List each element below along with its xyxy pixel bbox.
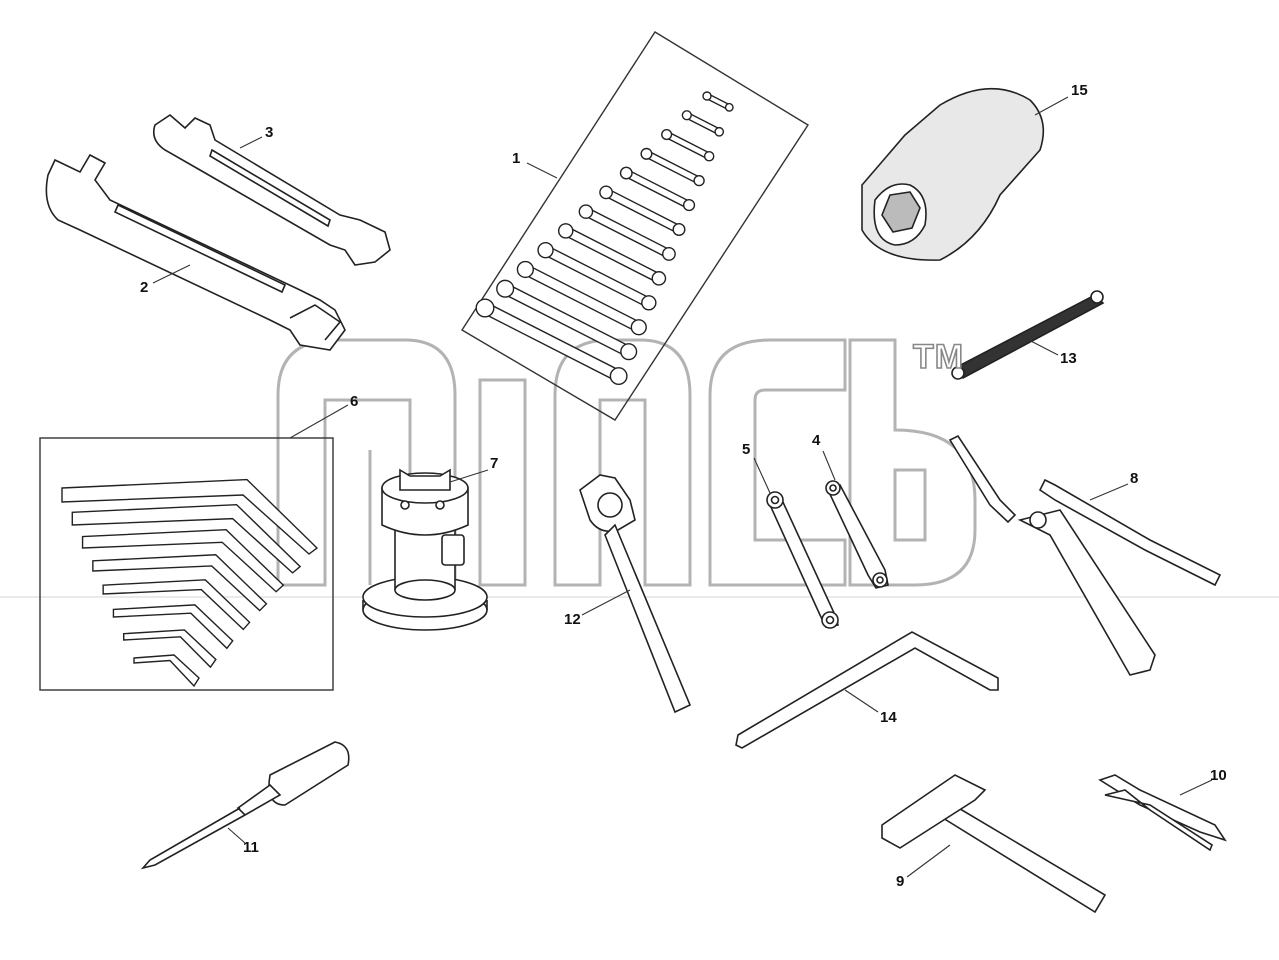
ratchet-wrench-icon — [579, 474, 692, 714]
watermark-logo — [276, 338, 977, 587]
ring-spanner-small-icon — [766, 491, 840, 629]
set-wrench-head — [714, 126, 725, 137]
hex-key — [71, 503, 302, 574]
extension-bar-icon — [951, 290, 1105, 380]
callout-1: 1 — [512, 150, 521, 167]
set-wrench-head — [609, 367, 628, 386]
callout-2: 2 — [140, 279, 149, 296]
set-wrench-head — [640, 147, 653, 160]
hex-key — [81, 529, 285, 593]
callout-9: 9 — [896, 873, 905, 890]
callout-13: 13 — [1060, 350, 1077, 367]
hammer-icon — [881, 774, 1107, 914]
set-wrench-head — [630, 319, 647, 336]
set-wrench-head — [516, 260, 534, 279]
set-wrench-head — [475, 298, 495, 318]
hex-key — [61, 478, 319, 555]
hex-key — [123, 629, 217, 669]
hex-key — [133, 654, 200, 688]
hex-key-set-icon — [39, 437, 334, 691]
hex-key — [112, 604, 234, 650]
set-wrench-head — [557, 223, 574, 239]
callout-8: 8 — [1130, 470, 1139, 487]
callout-14: 14 — [880, 709, 897, 726]
callout-3: 3 — [265, 124, 274, 141]
small-open-end-wrench-icon — [152, 113, 391, 266]
set-wrench-head — [681, 110, 692, 121]
set-wrench — [542, 245, 652, 308]
set-wrench — [644, 149, 702, 185]
trademark-mark: TM — [912, 337, 965, 377]
set-wrench-head — [651, 271, 667, 286]
set-wrench-head — [599, 185, 613, 200]
set-wrench — [664, 130, 712, 160]
set-wrench-head — [619, 166, 633, 180]
callout-5: 5 — [742, 441, 751, 458]
set-wrench-head — [693, 174, 705, 187]
set-wrench-head — [496, 279, 515, 298]
callout-15: 15 — [1071, 82, 1088, 99]
grease-gun-icon — [948, 434, 1222, 676]
callout-11: 11 — [243, 839, 259, 856]
callout-12: 12 — [564, 611, 581, 628]
ring-spanner-icon — [825, 480, 889, 589]
set-wrench-head — [578, 204, 594, 219]
hex-key — [92, 554, 268, 612]
set-wrench-head — [682, 198, 696, 212]
jack-icon — [362, 468, 488, 631]
screwdriver-icon — [140, 741, 350, 870]
callout-6: 6 — [350, 393, 359, 410]
hex-key — [102, 579, 251, 631]
socket-icon — [861, 87, 1045, 261]
set-wrench-head — [537, 241, 554, 259]
wrench-set-icon — [461, 31, 809, 421]
set-wrench-head — [641, 295, 657, 311]
set-wrench-head — [662, 247, 676, 261]
large-open-end-wrench-icon — [45, 153, 346, 351]
large-hex-key-icon — [735, 631, 999, 749]
callout-10: 10 — [1210, 767, 1227, 784]
callout-4: 4 — [812, 432, 821, 449]
set-wrench-head — [724, 102, 734, 112]
callout-7: 7 — [490, 455, 499, 472]
pliers-icon — [1098, 774, 1227, 852]
set-wrench-head — [661, 128, 673, 141]
leader-lines — [152, 96, 1213, 878]
set-wrench — [562, 226, 662, 284]
set-wrench-head — [702, 91, 712, 101]
set-wrench-head — [672, 223, 686, 237]
set-wrench-head — [620, 343, 638, 361]
set-wrench-head — [703, 150, 715, 162]
